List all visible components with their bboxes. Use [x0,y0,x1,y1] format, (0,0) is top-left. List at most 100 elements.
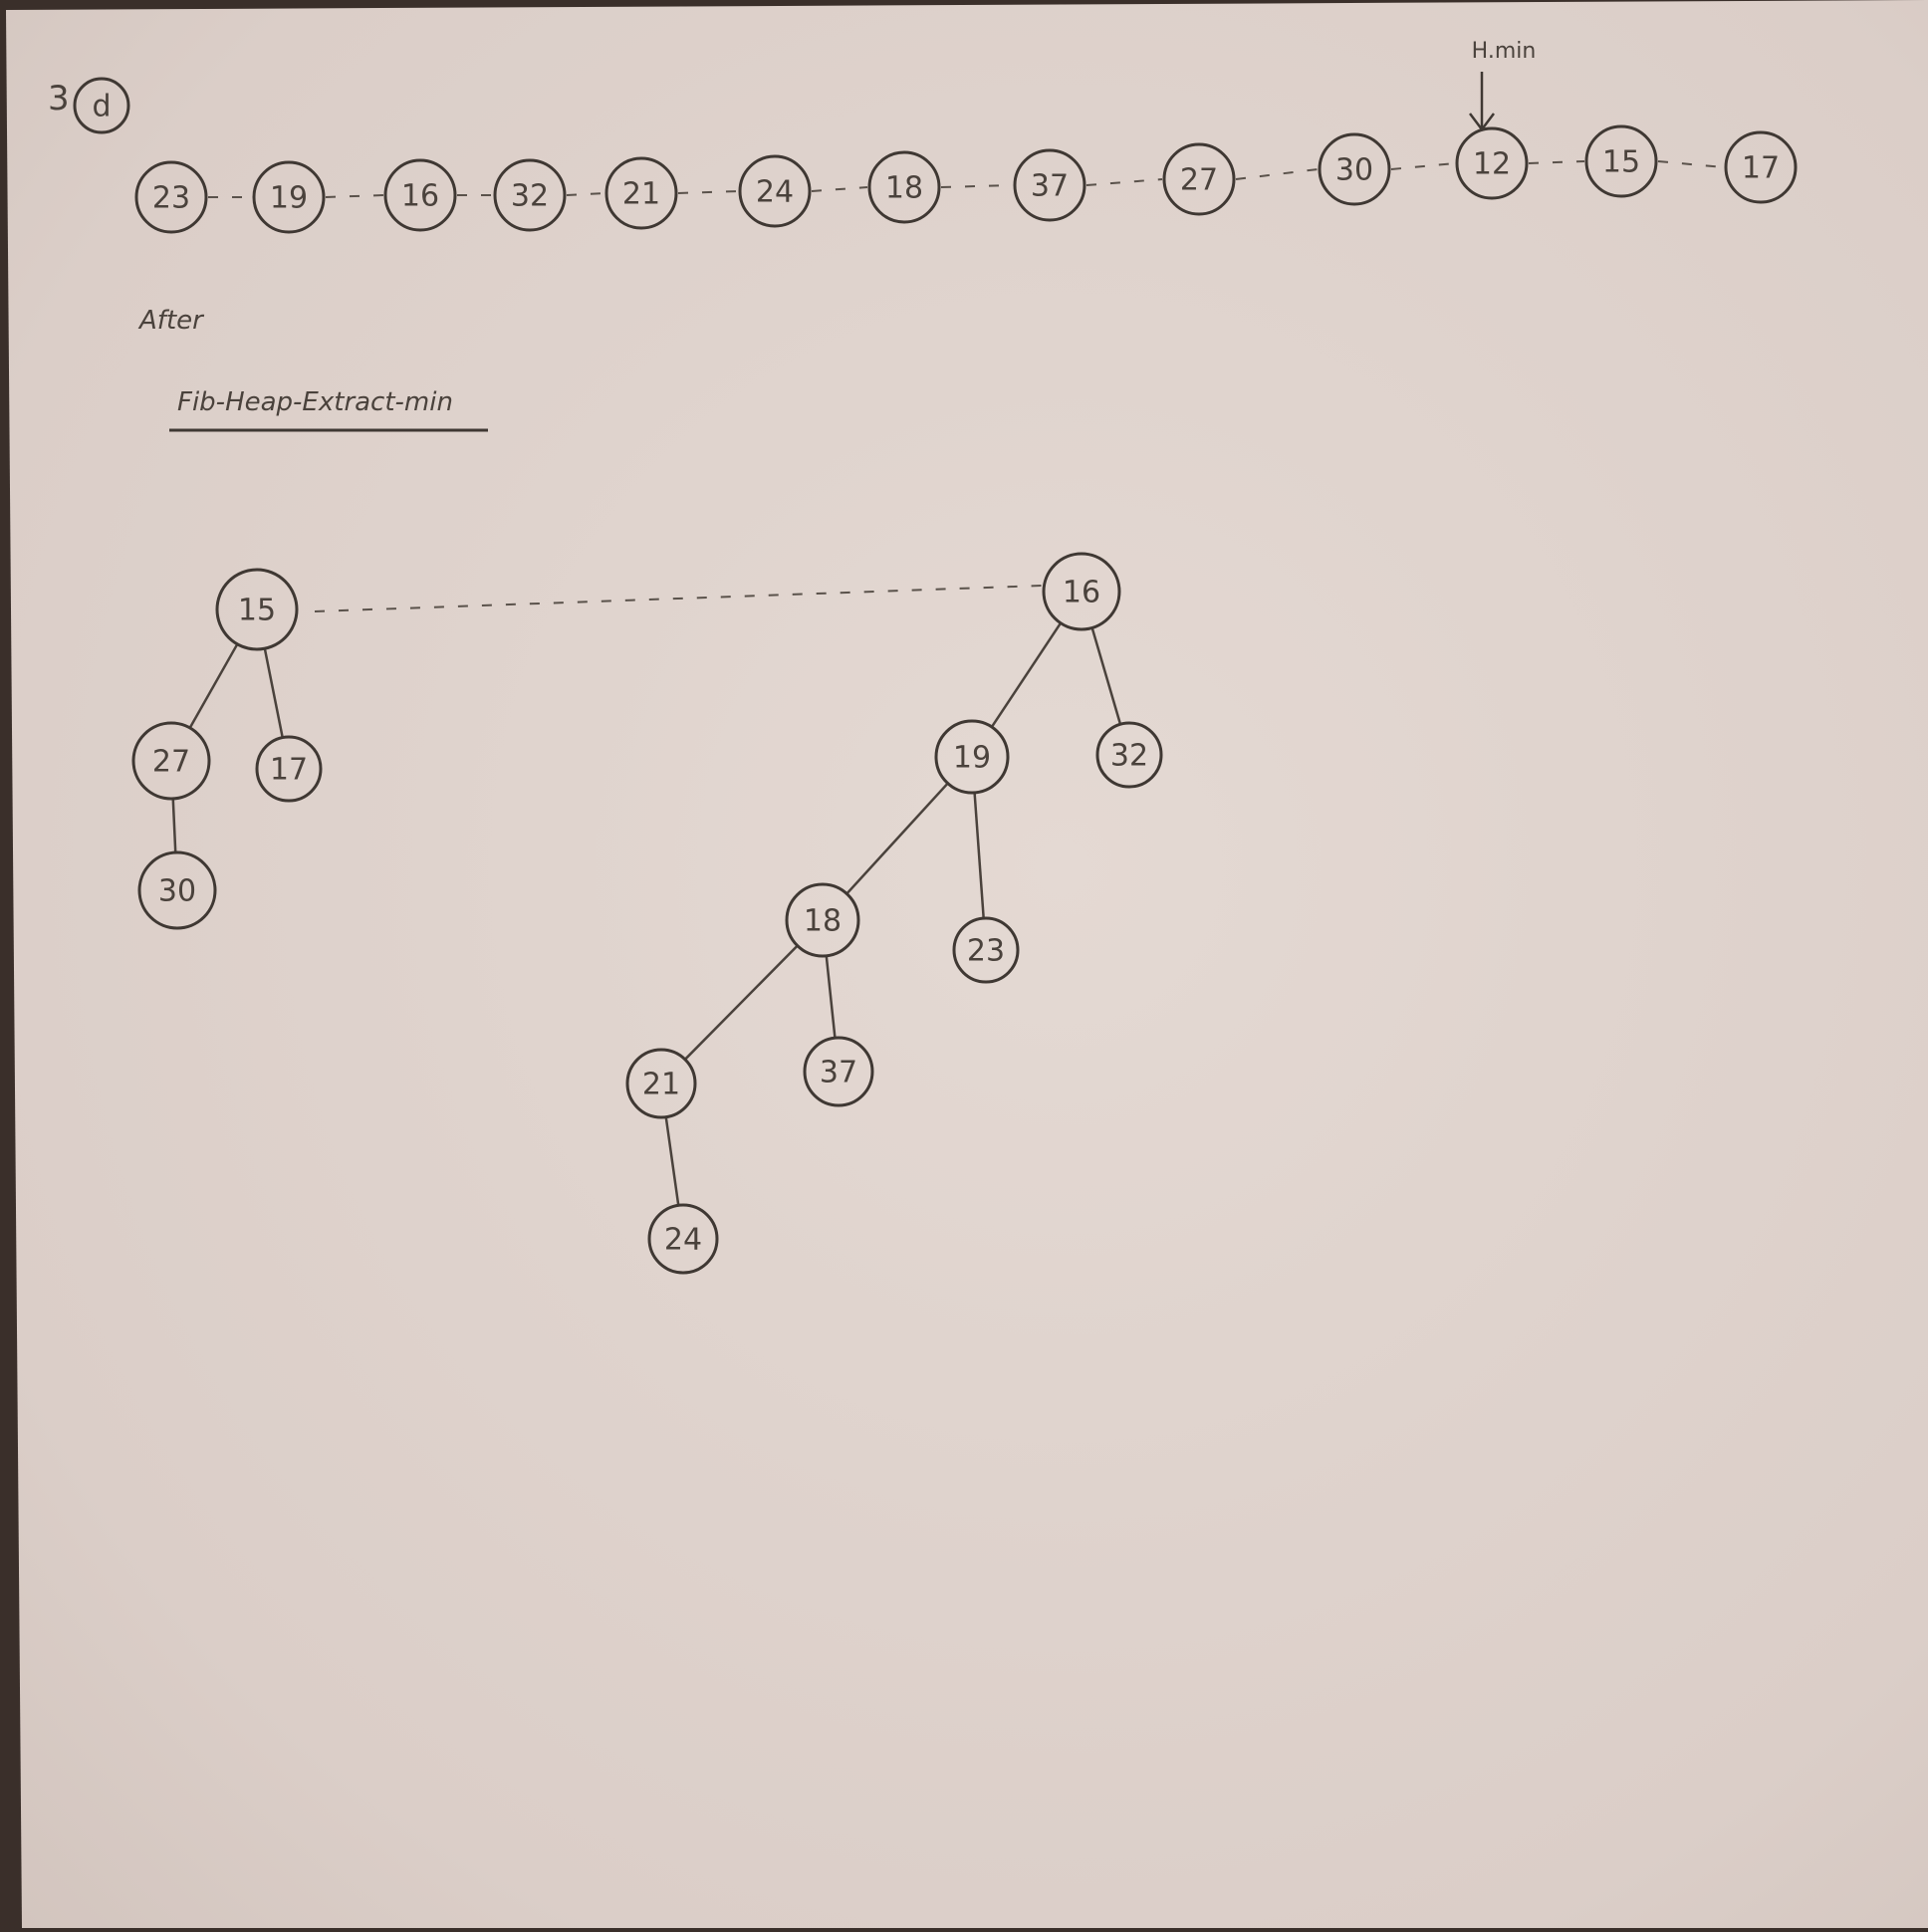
min-pointer-arrow [1469,72,1495,132]
root-node-16: 16 [383,158,457,232]
tree-edge [990,621,1063,728]
root-node-17: 17 [1724,130,1798,204]
root-node-24-circle [738,154,812,228]
root-list-link [1390,162,1456,170]
tree-node-24: 24 [647,1203,719,1275]
root-node-37: 37 [1013,148,1086,222]
root-node-23-key: 23 [152,181,190,216]
caption-operation: Fib-Heap-Extract-min [177,387,453,417]
root-list-link [566,192,605,196]
root-list: 23 19 16 32 21 24 18 37 27 30 12 15 17 [134,124,1798,234]
root-node-19-circle [252,160,326,234]
root-node-21-key: 21 [622,177,660,212]
root-node-23-circle [134,160,208,234]
tree-node-18-circle [785,882,860,958]
root-node-32: 32 [493,158,567,232]
tree-node-19-circle [934,719,1010,795]
root-node-30-key: 30 [1335,153,1373,188]
tree-node-27-key: 27 [152,745,190,780]
tree-edge [188,643,239,729]
root-node-37-circle [1013,148,1086,222]
paper-sheet [6,0,1928,1928]
tree-node-15-circle [215,568,299,651]
tree-node-23-key: 23 [967,934,1005,969]
root-node-37-key: 37 [1031,169,1069,204]
tree-node-17-circle [255,735,323,803]
root-node-15: 15 [1584,124,1658,198]
root-node-18-circle [867,150,941,224]
root-node-15-key: 15 [1602,145,1640,180]
tree-edge [664,1116,680,1206]
tree-node-24-key: 24 [664,1223,702,1258]
root-list-link [677,190,739,194]
problem-part-letter: d [92,90,111,124]
root-list-link [1657,160,1725,168]
caption-after: After [137,306,205,336]
root-node-17-key: 17 [1742,151,1780,186]
root-node-30: 30 [1318,132,1391,206]
tree-node-16-circle [1042,552,1121,631]
result-heap: 15 27 30 17 16 19 18 21 24 37 23 32 [131,552,1163,1275]
tree-edge [171,798,177,853]
root-node-27: 27 [1162,142,1236,216]
tree-node-18: 18 [785,882,860,958]
tree-edge [825,955,837,1039]
tree-edge [973,792,985,919]
tree-node-17-key: 17 [270,753,308,788]
tree-node-21-key: 21 [642,1068,680,1102]
root-node-21-circle [604,156,678,230]
root-node-16-key: 16 [401,179,439,214]
root-node-27-key: 27 [1180,163,1218,198]
root-node-32-circle [493,158,567,232]
tree-node-18-key: 18 [804,904,842,939]
tree-node-16: 16 [1042,552,1121,631]
tree-node-15-key: 15 [238,594,276,628]
tree-node-32: 32 [1095,721,1163,789]
tree-edge [845,782,949,895]
root-node-18: 18 [867,150,941,224]
tree-node-21: 21 [625,1048,697,1119]
tree-node-24-circle [647,1203,719,1275]
tree-node-27-circle [131,721,211,801]
root-list-link [325,194,384,198]
root-node-12-circle [1455,126,1529,200]
root-list-link [811,186,868,192]
min-pointer-label: H.min [1472,39,1537,64]
tree-node-37: 37 [803,1036,874,1107]
tree-node-23-circle [952,916,1020,984]
tree-node-30-circle [137,850,217,930]
tree-node-21-circle [625,1048,697,1119]
root-node-17-circle [1724,130,1798,204]
tree-node-17: 17 [255,735,323,803]
root-node-19: 19 [252,160,326,234]
tree-node-19-key: 19 [953,741,991,776]
tree-node-30: 30 [137,850,217,930]
root-node-23: 23 [134,160,208,234]
tree-node-16-key: 16 [1063,576,1100,610]
tree-root-link [314,585,1043,612]
tree-node-32-circle [1095,721,1163,789]
root-node-12: 12 [1455,126,1529,200]
tree-node-37-circle [803,1036,874,1107]
tree-edge [263,647,284,738]
problem-number: 3 [48,79,70,119]
root-list-link [1528,160,1585,164]
root-node-24: 24 [738,154,812,228]
root-node-30-circle [1318,132,1391,206]
root-node-18-key: 18 [885,171,923,206]
root-node-16-circle [383,158,457,232]
tree-node-27: 27 [131,721,211,801]
tree-edge [684,944,799,1061]
tree-node-15: 15 [215,568,299,651]
tree-node-30-key: 30 [158,874,196,909]
tree-node-37-key: 37 [820,1056,857,1090]
root-node-24-key: 24 [756,175,794,210]
tree-edge [1090,627,1122,725]
problem-part-circle [73,77,130,134]
root-node-21: 21 [604,156,678,230]
tree-node-23: 23 [952,916,1020,984]
root-node-19-key: 19 [270,181,308,216]
root-node-27-circle [1162,142,1236,216]
